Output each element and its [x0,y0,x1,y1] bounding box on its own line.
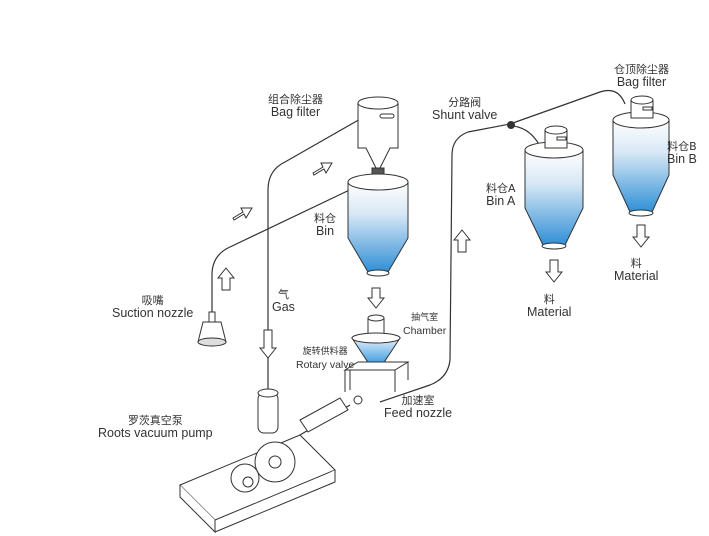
branch-pipe-a [512,125,541,147]
arrow-down-icon [366,287,386,309]
roots-vacuum-pump [179,388,336,534]
label-rotary-valve: 旋转供料器 Rotary valve [296,347,355,371]
branch-pipe-b [509,89,626,125]
suction-pipe [211,184,361,315]
arrow-down-icon [631,224,651,248]
label-material-a: 料 Material [527,293,572,319]
bin-left [347,173,409,277]
rotary-valve [343,314,410,392]
arrow-down-icon [258,329,278,359]
label-gas: 气 Gas [272,288,295,314]
label-roots-vacuum-pump: 罗茨真空泵 Roots vacuum pump [98,414,213,440]
label-chamber: 抽气室 Chamber [403,313,447,337]
bin-a [524,125,584,250]
bag-filter-left [357,96,399,177]
label-bin-a: 料仓A Bin A [486,182,516,208]
label-bag-filter-right: 仓顶除尘器 Bag filter [614,63,669,89]
suction-nozzle [197,311,227,347]
conveying-pipe [379,123,511,403]
label-bag-filter-left: 组合除尘器 Bag filter [268,93,323,119]
label-shunt-valve: 分路阀 Shunt valve [432,96,498,122]
shunt-valve [507,121,515,129]
label-suction-nozzle: 吸嘴 Suction nozzle [112,294,194,320]
feed-nozzle [299,395,363,433]
label-bin-b: 料仓B Bin B [667,140,697,166]
flow-arrows [216,162,651,359]
label-bin: 料仓 Bin [314,212,336,238]
label-feed-nozzle: 加速室 Feed nozzle [384,394,453,420]
bin-b [612,95,670,217]
arrow-up-icon [216,267,236,291]
arrow-up-right-icon [312,162,333,176]
gas-pipe [267,117,363,395]
arrow-up-icon [452,229,472,253]
arrow-down-icon [544,259,564,283]
label-material-b: 料 Material [614,257,659,283]
arrow-up-right-icon [232,207,253,221]
